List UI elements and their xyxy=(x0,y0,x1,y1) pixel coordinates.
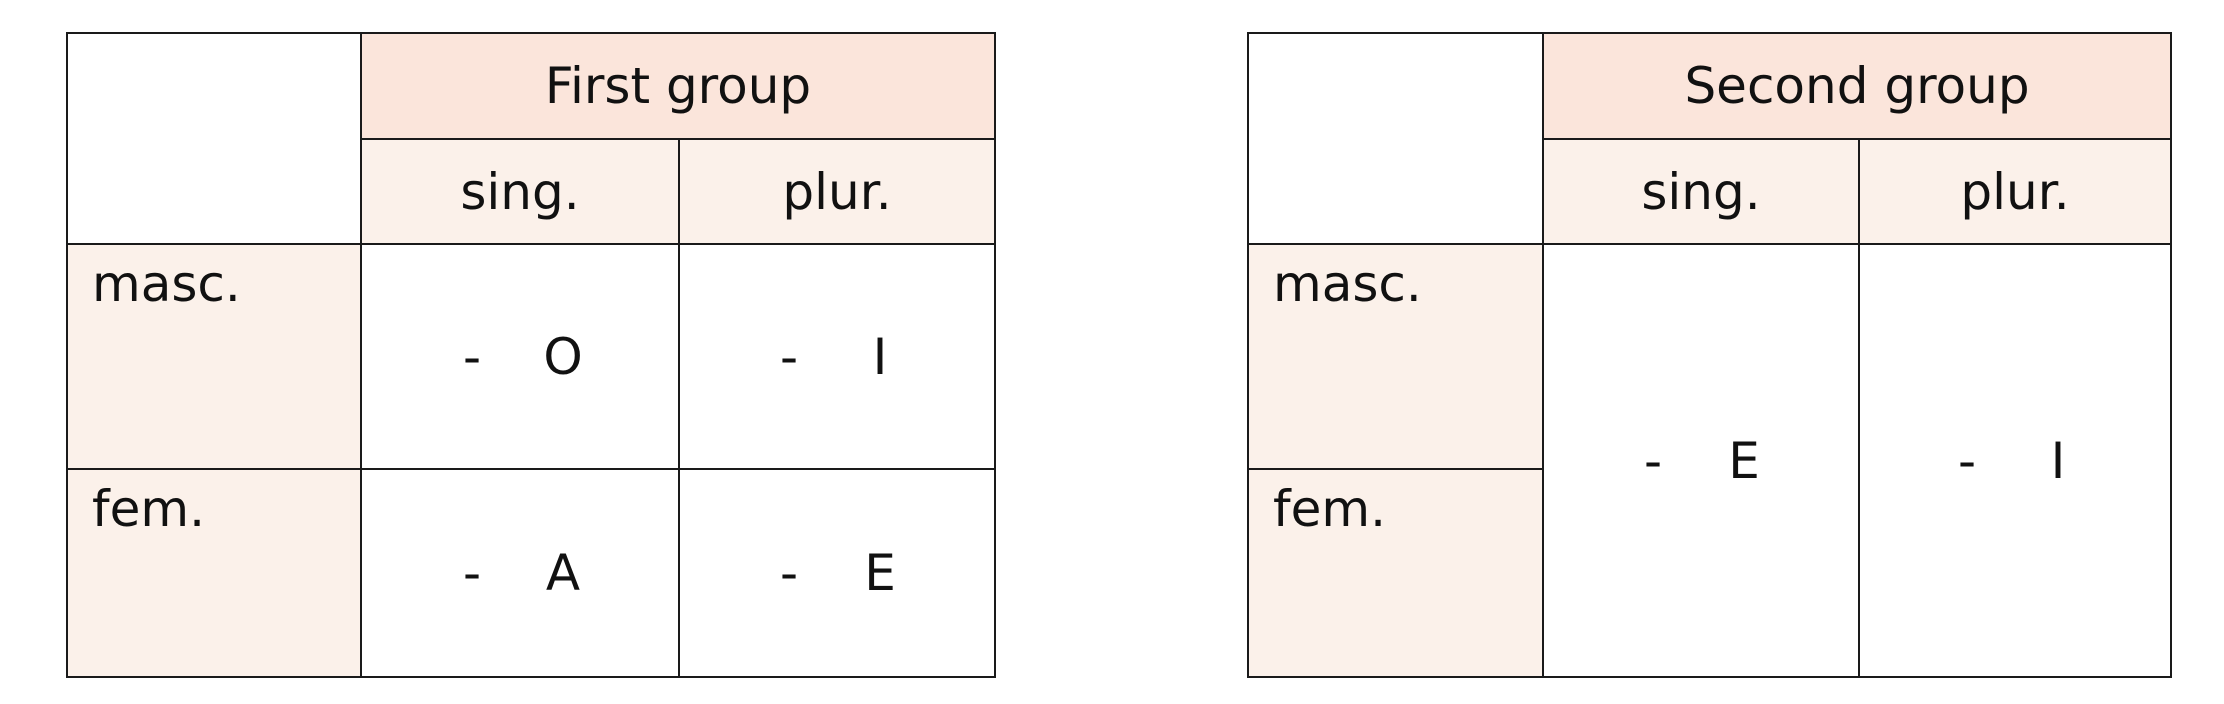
ending: I xyxy=(872,327,888,386)
table2-sing-merged: -E xyxy=(1542,243,1860,678)
ending: O xyxy=(543,327,583,386)
table1-group-header: First group xyxy=(360,32,996,140)
table2-group-header: Second group xyxy=(1542,32,2172,140)
table2-corner-cell xyxy=(1247,32,1544,245)
table1-col-plur: plur. xyxy=(678,138,996,245)
ending: I xyxy=(2050,431,2066,490)
dash: - xyxy=(779,327,799,386)
dash: - xyxy=(1957,431,1977,490)
table1-col-sing: sing. xyxy=(360,138,680,245)
table1-fem-plur: -E xyxy=(678,468,996,678)
dash: - xyxy=(779,544,799,602)
table1-corner-cell xyxy=(66,32,362,245)
table2-row-masc: masc. xyxy=(1247,243,1544,470)
ending: A xyxy=(545,544,581,602)
dash: - xyxy=(462,327,482,386)
table2-plur-merged: -I xyxy=(1858,243,2172,678)
table2-col-sing: sing. xyxy=(1542,138,1860,245)
table2-row-fem: fem. xyxy=(1247,468,1544,678)
dash: - xyxy=(462,544,482,602)
ending: E xyxy=(864,544,896,602)
table1-row-fem: fem. xyxy=(66,468,362,678)
table1-masc-plur: -I xyxy=(678,243,996,470)
table1-masc-sing: -O xyxy=(360,243,680,470)
table1-fem-sing: -A xyxy=(360,468,680,678)
dash: - xyxy=(1643,431,1663,490)
table2-col-plur: plur. xyxy=(1858,138,2172,245)
table1-row-masc: masc. xyxy=(66,243,362,470)
ending: E xyxy=(1728,431,1760,490)
